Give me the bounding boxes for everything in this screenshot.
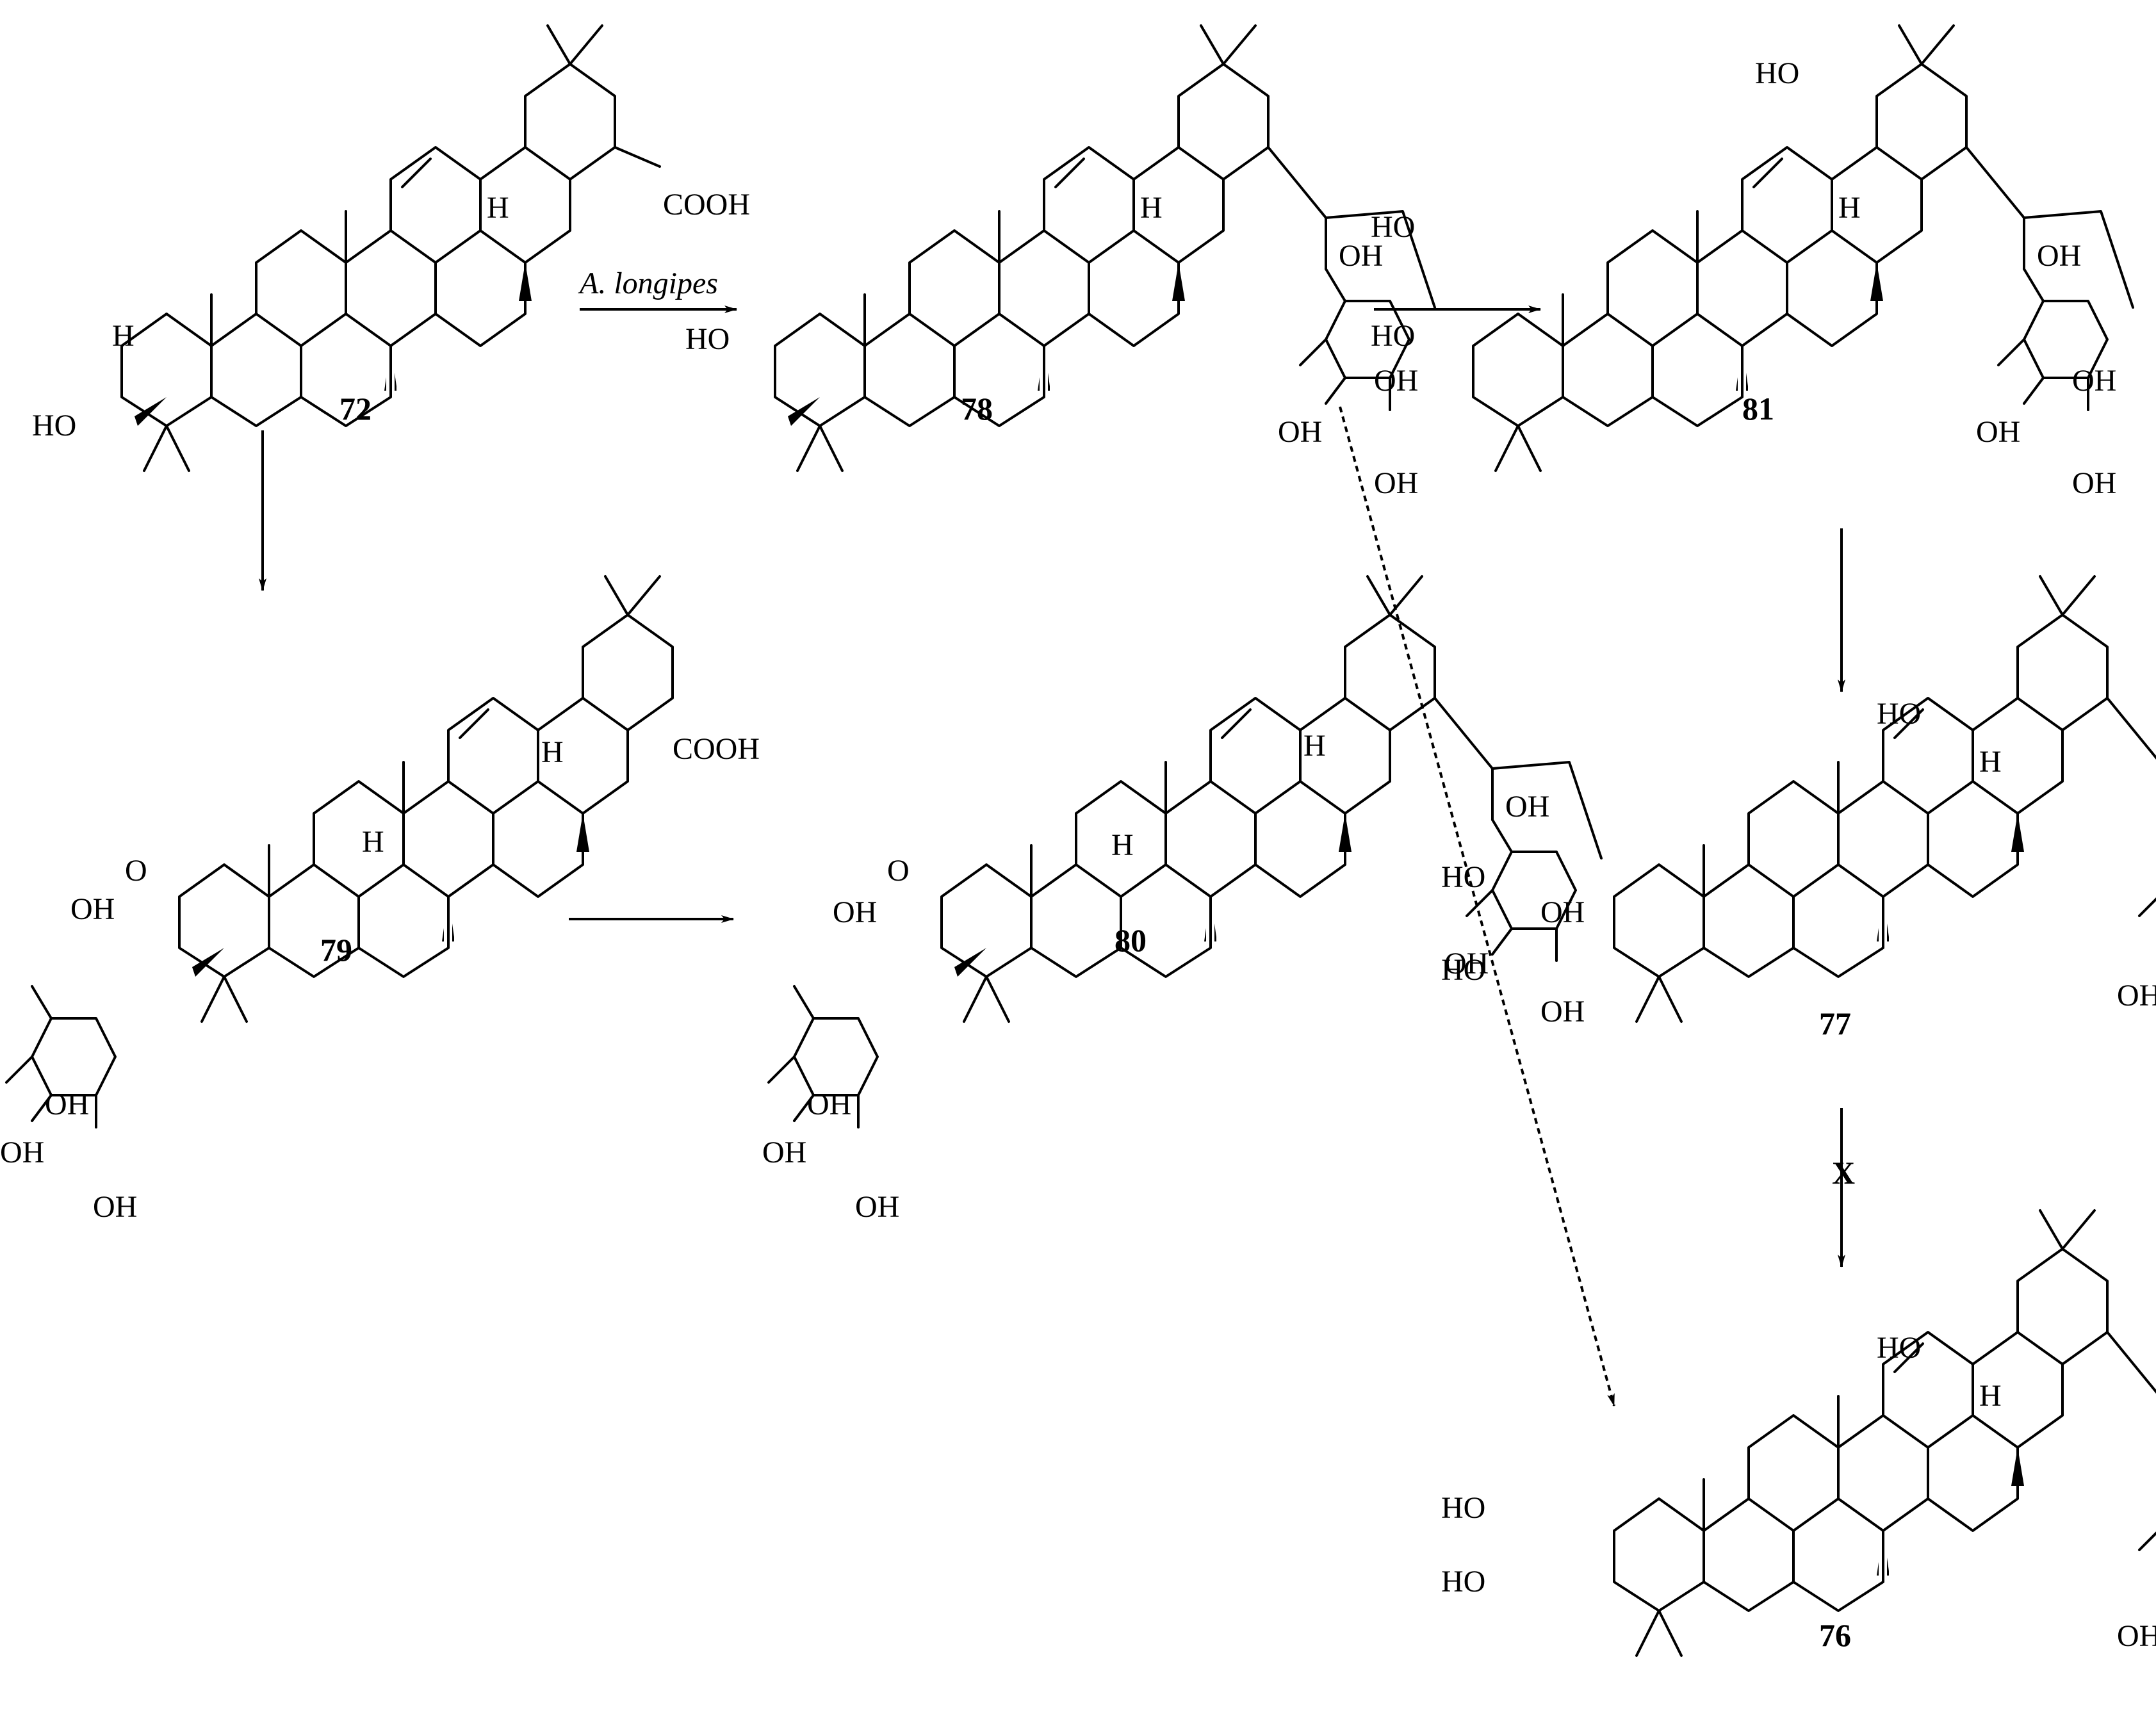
label-HO: HO [1441, 1565, 1485, 1599]
label-H: H [1303, 729, 1326, 763]
compound-80: H H O OH OH OH OH OH OH OH OH 80 [762, 575, 1603, 1224]
label-OH: OH [2117, 979, 2156, 1013]
label-H: H [1140, 191, 1163, 225]
label-HO: HO [1441, 953, 1485, 987]
label-H: H [1838, 191, 1861, 225]
label-ether-O: O [125, 854, 147, 888]
label-OH: OH [807, 1088, 851, 1121]
label-OH: OH [2072, 364, 2116, 398]
label-OH: OH [1976, 415, 2020, 449]
label-OH: OH [833, 895, 877, 929]
label-HO: HO [1877, 1331, 1921, 1365]
compound-number-79: 79 [320, 932, 352, 968]
label-OH: OH [2072, 466, 2116, 500]
label-OH: OH [1374, 466, 1418, 500]
arrow-78-to-76-dashed [1339, 406, 1615, 1406]
label-H: H [487, 191, 509, 225]
label-H: H [541, 735, 564, 769]
label-OH: OH [1374, 364, 1418, 398]
label-HO: HO [1441, 860, 1485, 894]
compound-77: H HO HO HO OH OH OH OH 77 [1441, 575, 2156, 1041]
compound-76: H HO HO HO OH OH OH OH 76 [1441, 1209, 2156, 1657]
label-H: H [1979, 745, 2002, 779]
label-COOH: COOH [663, 188, 750, 222]
label-HO: HO [1371, 319, 1415, 353]
label-COOH: COOH [673, 732, 760, 766]
label-HO: HO [685, 322, 730, 356]
label-HO: HO [1441, 1491, 1485, 1525]
label-OH: OH [1278, 415, 1322, 449]
label-OH: OH [70, 892, 115, 926]
blocked-mark: X [1832, 1155, 1855, 1191]
label-OH: OH [0, 1136, 44, 1169]
compound-number-81: 81 [1742, 391, 1774, 427]
label-OH: OH [1444, 947, 1489, 981]
label-H: H [362, 825, 384, 859]
compound-number-77: 77 [1819, 1006, 1851, 1041]
label-OH: OH [855, 1190, 899, 1224]
label-OH: OH [45, 1088, 89, 1121]
label-H: H [1979, 1379, 2002, 1413]
label-O-OH: OH [1339, 239, 1383, 273]
label-HO: HO [1755, 56, 1799, 90]
compound-81: H HO HO HO OH OH OH OH 81 [1371, 24, 2134, 500]
label-HO: HO [32, 409, 76, 443]
label-H: H [1111, 828, 1134, 862]
label-HO: HO [1877, 697, 1921, 731]
reagent-label: A. longipes [578, 266, 718, 300]
compound-72: H H COOH HO 72 [32, 24, 750, 472]
label-OH: OH [762, 1136, 806, 1169]
compound-number-76: 76 [1819, 1617, 1851, 1653]
label-H: H [112, 319, 135, 353]
label-OH: OH [2117, 1619, 2156, 1653]
compound-number-72: 72 [339, 391, 372, 427]
label-ether-O: O [887, 854, 910, 888]
label-OH: OH [93, 1190, 137, 1224]
label-HO: HO [1371, 210, 1415, 244]
reaction-arrows: A. longipes X [259, 266, 1855, 1406]
compound-79: H H COOH O OH OH OH OH 79 [0, 575, 760, 1224]
label-OH: OH [1540, 895, 1585, 929]
label-O-OH: OH [2037, 239, 2081, 273]
compound-78: H HO OH OH OH OH 78 [685, 24, 1436, 500]
compound-number-80: 80 [1115, 922, 1147, 958]
label-OH: OH [1540, 995, 1585, 1029]
label-O-OH: OH [1505, 790, 1549, 824]
compound-number-78: 78 [961, 391, 993, 427]
